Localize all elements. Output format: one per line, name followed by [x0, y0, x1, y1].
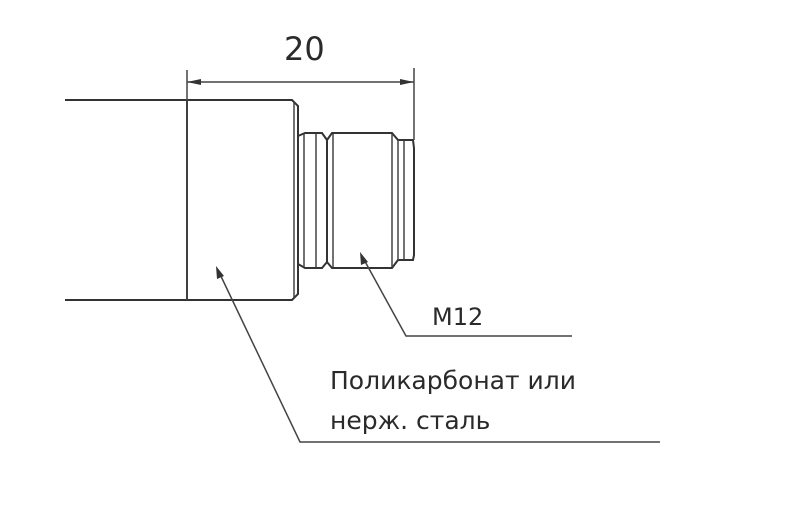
dimension-arrow-left: [187, 79, 201, 85]
dimension-line: [186, 68, 415, 300]
dimension-value: 20: [284, 30, 325, 68]
cylinder-body-lines: [65, 99, 187, 301]
material-leader-arrow: [216, 266, 224, 279]
dimension-arrow-right: [400, 79, 414, 85]
neck: [297, 132, 328, 269]
thread-label: M12: [432, 303, 484, 331]
housing-body: [186, 99, 299, 301]
material-label-line1: Поликарбонат или: [330, 366, 576, 395]
m12-thread: [326, 132, 415, 269]
material-leader: [216, 266, 660, 443]
thread-leader-arrow: [360, 252, 368, 265]
material-label-line2: нерж. сталь: [330, 406, 491, 435]
thread-leader: [360, 252, 572, 337]
